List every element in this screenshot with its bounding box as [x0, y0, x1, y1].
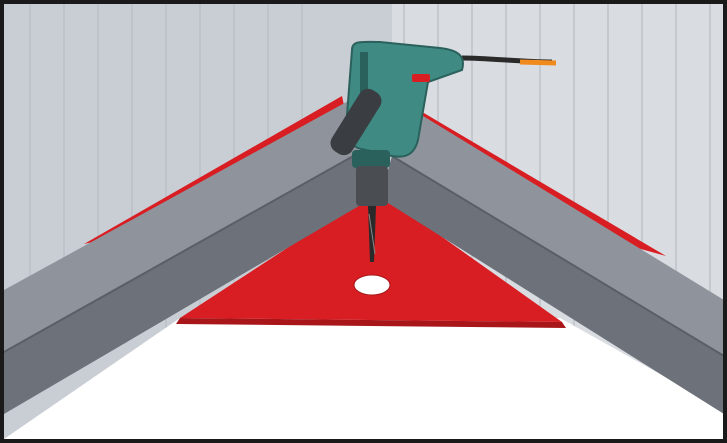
drill-hole	[354, 275, 390, 295]
drill-trigger	[412, 74, 430, 82]
drill-collar	[352, 150, 390, 168]
drill-cable-end	[520, 62, 556, 63]
drill-chuck	[356, 166, 388, 206]
